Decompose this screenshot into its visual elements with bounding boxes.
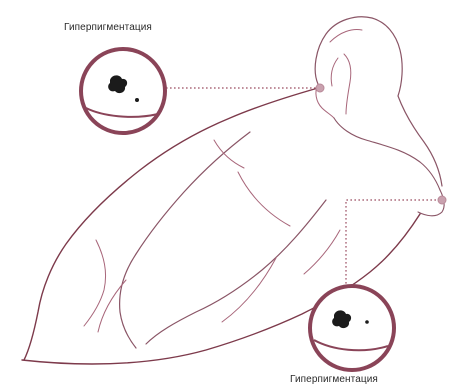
- marker-breast: [438, 196, 446, 204]
- back-line: [24, 88, 318, 360]
- arm-detail: [214, 140, 290, 226]
- hip-curve: [84, 240, 126, 332]
- head-outline: [315, 17, 442, 186]
- connector-breast: [346, 200, 440, 290]
- magnifier-neck: [81, 49, 165, 133]
- pigment-spot-small: [135, 98, 139, 102]
- pigment-spot-small: [365, 320, 369, 324]
- connectors: [166, 88, 440, 290]
- waist-line: [146, 200, 326, 344]
- callout-label-neck: Гиперпигментация: [64, 22, 152, 33]
- hair-inner: [330, 30, 362, 115]
- marker-neck: [316, 84, 324, 92]
- neck-line: [334, 118, 440, 190]
- magnifier-breast: [310, 286, 394, 370]
- callout-label-breast: Гиперпигментация: [290, 374, 378, 385]
